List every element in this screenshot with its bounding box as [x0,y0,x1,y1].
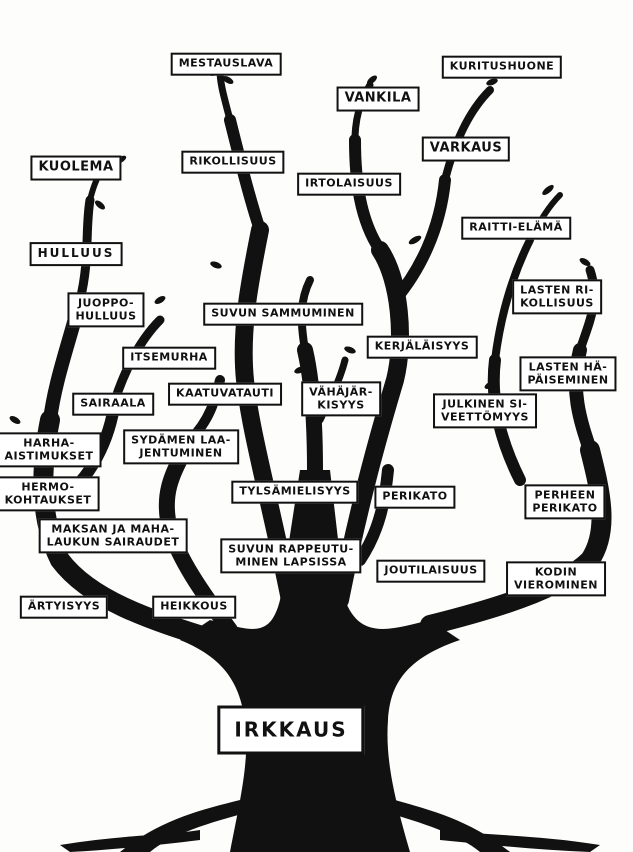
node-text-line: PÄISEMINEN [527,373,609,386]
node-text-line: KURITUSHUONE [449,59,555,73]
node-text-line: KOLLISUUS [520,296,594,309]
tree-branch [354,464,394,566]
node-text-line: VÄHÄJÄR- [309,385,373,399]
node-text-line: KERJÄLÄISYYS [374,339,470,353]
node-heikkous: HEIKKOUS [152,595,236,619]
tree-branch [224,114,266,236]
node-mestauslava: MESTAUSLAVA [170,52,282,76]
node-text-line: HULLUUS [75,309,137,322]
leaf-icon [579,258,591,266]
node-text-line: KOHTAUKSET [4,493,92,506]
tree-trunk [180,470,460,852]
node-text-line: SUVUN SAMMUMINEN [211,306,355,320]
node-hermokohtaukset: HERMO-KOHTAUKSET [0,476,100,512]
leaf-icon [344,346,356,354]
node-irtolaisuus: IRTOLAISUUS [297,172,401,196]
node-kaatuvatauti: KAATUVATAUTI [168,382,282,406]
node-text-line: RIKOLLISUUS [189,154,277,168]
node-perikato: PERIKATO [374,485,456,509]
node-raitti-elama: RAITTI-ELÄMÄ [461,216,571,240]
node-text-line: ÄRTYISYYS [27,599,101,613]
leaf-icon [9,416,21,424]
tree-branch [491,236,534,364]
node-varkaus: VARKAUS [421,136,511,162]
node-text-line: AISTIMUKSET [4,449,94,462]
node-text-line: PERHEEN [534,488,596,502]
node-text-line: LASTEN RI- [520,283,594,297]
root-label-irkkaus: IRKKAUS [217,705,365,755]
node-artyisyys: ÄRTYISYYS [19,595,109,619]
node-text-line: IRTOLAISUUS [305,176,393,190]
node-text-line: RAITTI-ELÄMÄ [469,220,563,234]
node-text-line: VANKILA [344,90,412,106]
node-itsemurha: ITSEMURHA [122,346,216,370]
node-juoppohulluus: JUOPPO-HULLUUS [67,292,145,328]
node-text-line: JOUTILAISUUS [384,563,478,577]
leaf-icon [484,381,496,389]
node-text-line: JUOPPO- [77,296,135,310]
node-text-line: ITSEMURHA [130,350,208,364]
node-vankila: VANKILA [336,86,420,112]
tree-root [60,830,200,852]
node-text-line: PERIKATO [382,489,448,503]
tree-root [440,830,600,852]
node-text-line: LAUKUN SAIRAUDET [46,535,180,548]
node-harha-aistimukset: HARHA-AISTIMUKSET [0,432,102,468]
node-text-line: HULLUUS [37,246,115,261]
node-kerjalaisyys: KERJÄLÄISYYS [366,335,478,359]
node-text-line: JULKINEN SI- [442,397,528,411]
tree-branch [389,174,451,306]
node-text-line: KAATUVATAUTI [176,386,274,400]
node-suvun-rappeutuminen-lapsissa: SUVUN RAPPEUTU-MINEN LAPSISSA [220,538,362,574]
node-kuritushuone: KURITUSHUONE [441,55,563,79]
node-text-line: MESTAUSLAVA [178,56,274,70]
tree-branch [33,410,225,650]
leaf-icon [542,184,554,196]
node-text-line: VARKAUS [429,140,503,156]
node-hulluus: HULLUUS [29,242,123,266]
tree-branch [441,86,494,184]
node-text-line: JENTUMINEN [139,446,223,459]
leaf-icon [154,296,166,304]
leaf-icon [486,78,498,86]
node-text-line: MINEN LAPSISSA [235,555,347,568]
node-text-line: PERIKATO [532,501,598,514]
node-sydamen-laajentuminen: SYDÄMEN LAA-JENTUMINEN [123,429,239,465]
node-sairaala: SAIRAALA [72,392,154,416]
node-lasten-paiseminen: LASTEN HÄ-PÄISEMINEN [519,356,617,392]
node-text-line: SYDÄMEN LAA- [131,433,231,447]
node-text-line: VIEROMINEN [514,578,598,591]
node-vahajarkisyys: VÄHÄJÄR-KISYYS [301,381,381,417]
leaf-icon [222,76,234,84]
node-text-line: HEIKKOUS [160,599,228,613]
node-maksan-ja-mahalaukun-sairaudet: MAKSAN JA MAHA-LAUKUN SAIRAUDET [38,518,188,554]
tree-branch [349,134,386,256]
node-lasten-rikollisuus: LASTEN RI-KOLLISUUS [512,279,602,315]
node-text-line: LASTEN HÄ- [528,360,608,374]
node-text-line: HERMO- [21,480,75,494]
node-tylsamielisyys: TYLSÄMIELISYYS [231,480,359,504]
node-kuolema: KUOLEMA [30,155,122,181]
node-text-line: KUOLEMA [38,159,114,175]
node-text-line: SAIRAALA [80,396,146,410]
node-text-line: HARHA- [23,436,75,450]
leaf-icon [294,366,306,374]
node-rikollisuus: RIKOLLISUUS [181,150,285,174]
leaf-icon [95,200,105,210]
node-text-line: TYLSÄMIELISYYS [239,484,351,498]
node-text-line: VEETTÖMYYS [441,410,529,423]
node-text-line: KODIN [534,565,578,579]
node-text-line: SUVUN RAPPEUTU- [228,542,354,556]
node-julkinen-siveettomyys: JULKINEN SI-VEETTÖMYYS [433,393,537,429]
node-text-line: KISYYS [317,398,365,411]
node-text-line: MAKSAN JA MAHA- [51,522,175,536]
node-suvun-sammuminen: SUVUN SAMMUMINEN [203,302,363,326]
leaf-icon [408,235,422,245]
node-joutilaisuus: JOUTILAISUUS [376,559,486,583]
leaf-icon [367,75,377,85]
leaf-icon [210,261,222,269]
